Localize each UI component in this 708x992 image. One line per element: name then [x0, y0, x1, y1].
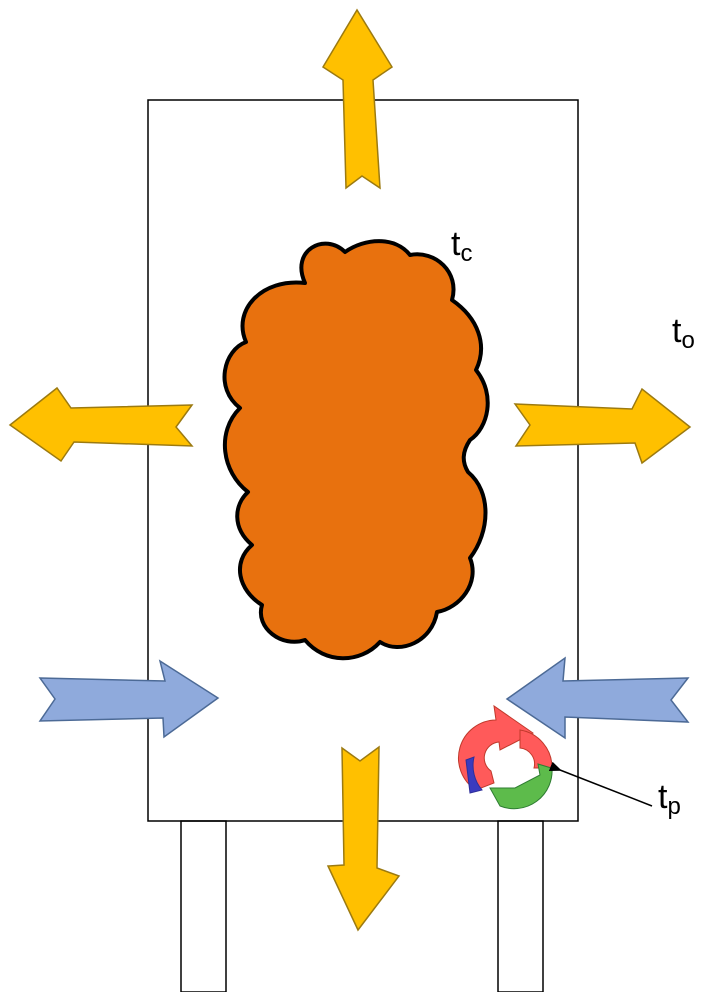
inflow-arrow-right	[507, 658, 688, 738]
outflow-arrow-down	[328, 747, 399, 930]
chamber-temp-label: tc	[451, 225, 472, 267]
outside-temp-label: to	[672, 312, 695, 354]
inflow-arrow-left	[40, 661, 218, 737]
probe-temp-label: tp	[658, 778, 681, 820]
left-leg	[181, 821, 226, 992]
probe-pointer-line	[560, 770, 652, 806]
right-leg	[498, 821, 543, 992]
cycle-arrow-green	[490, 764, 558, 809]
outflow-arrow-right	[515, 389, 690, 463]
cycle-arrow-red-2	[520, 730, 552, 768]
outflow-arrow-left	[10, 388, 192, 461]
heat-source-cloud	[225, 241, 488, 658]
outflow-arrow-up	[323, 10, 392, 188]
